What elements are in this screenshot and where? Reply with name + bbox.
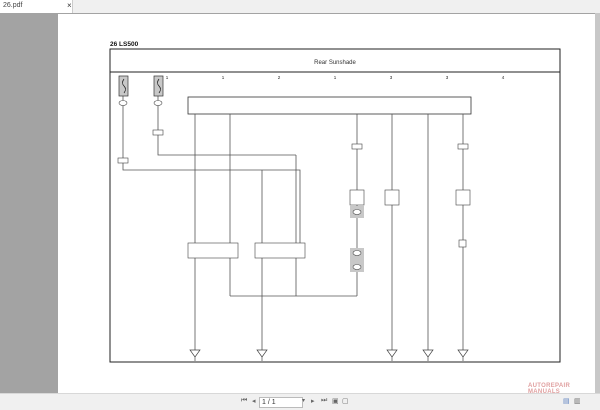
pdf-toolbar: ⏮ ◂ 1 / 1 ▾ ▸ ⏭ ▣ ▢ ▤ ▥	[0, 393, 600, 410]
component-box	[455, 189, 471, 206]
component-box	[349, 189, 365, 206]
ground-icon	[256, 349, 268, 361]
fuse	[118, 75, 129, 97]
pdf-page	[58, 14, 595, 393]
junction-bus	[187, 96, 472, 115]
column-number: 3	[446, 75, 449, 80]
section-title: Rear Sunshade	[314, 60, 356, 66]
gray-connectors	[350, 206, 364, 272]
connectors	[117, 100, 471, 259]
page-number-input[interactable]: 1 / 1	[259, 397, 303, 408]
column-number: 1	[222, 75, 225, 80]
double-page-view-icon[interactable]: ▥	[574, 398, 581, 405]
next-page-button[interactable]: ▸	[311, 398, 315, 405]
last-page-button[interactable]: ⏭	[321, 397, 328, 404]
column-number: 2	[278, 75, 281, 80]
fuse-symbol-icon	[157, 78, 161, 94]
close-icon[interactable]: ×	[67, 1, 72, 10]
first-page-button[interactable]: ⏮	[241, 397, 248, 404]
relay-module	[254, 242, 306, 259]
fuse-symbol-icon	[122, 78, 126, 94]
wires	[122, 95, 472, 350]
diagram-frame	[109, 48, 561, 363]
previous-page-button[interactable]: ◂	[252, 398, 256, 405]
column-number: 4	[502, 75, 505, 80]
component-box	[384, 189, 400, 206]
ground-icon	[457, 349, 469, 361]
fit-page-icon[interactable]: ▣	[332, 398, 339, 405]
column-number: 1	[166, 75, 169, 80]
column-number: 3	[390, 75, 393, 80]
document-title: 26 LS500	[110, 41, 139, 48]
single-page-view-icon[interactable]: ▤	[563, 398, 570, 405]
tab-document[interactable]: 26.pdf ×	[0, 0, 73, 13]
fuse	[153, 75, 164, 97]
relay-module	[187, 242, 239, 259]
ground-icon	[422, 349, 434, 361]
column-numbers: 1 1 2 1 3 3 4	[166, 75, 505, 80]
tab-title: 26.pdf	[3, 2, 23, 9]
ground-icon	[189, 349, 201, 361]
ground-symbols	[189, 349, 469, 361]
column-number: 1	[334, 75, 337, 80]
component-box	[458, 239, 467, 248]
ground-icon	[386, 349, 398, 361]
page-dropdown-icon[interactable]: ▾	[302, 398, 306, 404]
fuses	[118, 75, 164, 97]
fit-width-icon[interactable]: ▢	[342, 398, 349, 405]
vertical-scrollbar[interactable]	[595, 13, 600, 393]
watermark-logo: AUTOREPAIR MANUALS	[528, 383, 571, 395]
